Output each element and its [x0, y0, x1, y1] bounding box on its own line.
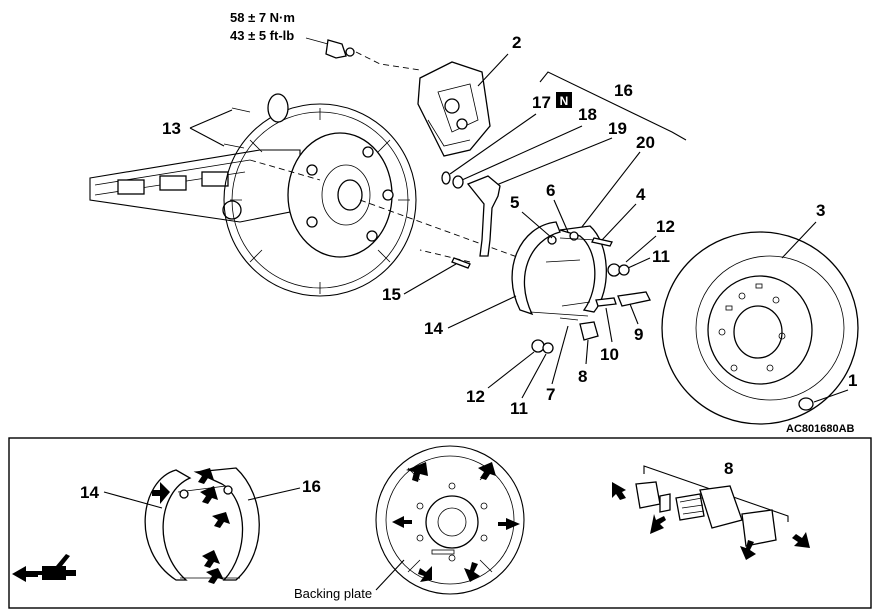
brake-caliper — [417, 61, 491, 157]
callout-11-left: 11 — [510, 399, 528, 418]
callout-12-right: 12 — [656, 217, 675, 236]
pin-13-a — [231, 107, 251, 113]
grease-gun-icon — [38, 554, 76, 580]
callout-11-right: 11 — [652, 247, 670, 266]
inset-wheel-cylinder — [635, 481, 777, 547]
trailing-arm — [89, 149, 301, 223]
callout-20: 20 — [636, 133, 655, 152]
callout-19: 19 — [608, 119, 627, 138]
callout-5: 5 — [510, 193, 519, 212]
arrow-icon — [12, 566, 38, 582]
brake-shoes — [511, 221, 607, 317]
callout-4: 4 — [636, 185, 646, 204]
callout-12-left: 12 — [466, 387, 485, 406]
callout-7: 7 — [546, 385, 555, 404]
callout-14: 14 — [424, 319, 443, 338]
screw-1 — [798, 397, 814, 411]
inset-callout-14: 14 — [80, 483, 99, 502]
torque-imperial: 43 ± 5 ft-lb — [230, 28, 294, 43]
arrow-icon — [152, 468, 230, 584]
retainer-11-left — [542, 342, 554, 354]
pin-13-b — [223, 143, 245, 149]
spring-4 — [591, 237, 613, 247]
washer-17 — [441, 171, 451, 185]
callout-8: 8 — [578, 367, 587, 386]
inset-brake-shoes — [144, 467, 260, 581]
hub — [267, 93, 394, 258]
caliper-bolt — [305, 37, 355, 59]
hold-down-pin — [451, 257, 471, 269]
note-badge-text: N — [560, 94, 569, 108]
callout-10: 10 — [600, 345, 619, 364]
callout-9: 9 — [634, 325, 643, 344]
dust-shield — [223, 103, 417, 297]
backing-plate-label: Backing plate — [294, 586, 372, 601]
adjuster-10 — [595, 297, 617, 307]
callout-17: 17 — [532, 93, 551, 112]
retainer-11-right — [618, 264, 630, 276]
callout-3: 3 — [816, 201, 825, 220]
callout-2: 2 — [512, 33, 521, 52]
note-badge — [556, 92, 572, 108]
wheel-cylinder-8 — [579, 321, 599, 341]
arrow-icon — [392, 462, 520, 582]
callout-6: 6 — [546, 181, 555, 200]
inset-callout-8: 8 — [724, 459, 733, 478]
parking-brake-lever — [466, 175, 501, 257]
callout-15: 15 — [382, 285, 401, 304]
strut-9 — [617, 291, 651, 307]
washer-12-right — [607, 263, 621, 277]
callout-1: 1 — [848, 371, 857, 390]
torque-metric: 58 ± 7 N·m — [230, 10, 295, 25]
inset-callout-16: 16 — [302, 477, 321, 496]
brake-disc — [661, 231, 859, 425]
arrow-icon — [612, 482, 810, 560]
lubrication-inset — [8, 437, 872, 609]
figure-code: AC801680AB — [786, 423, 855, 435]
washer-18 — [452, 175, 464, 189]
callout-18: 18 — [578, 105, 597, 124]
callout-13: 13 — [162, 119, 181, 138]
callout-16: 16 — [614, 81, 633, 100]
washer-12-left — [531, 339, 545, 353]
